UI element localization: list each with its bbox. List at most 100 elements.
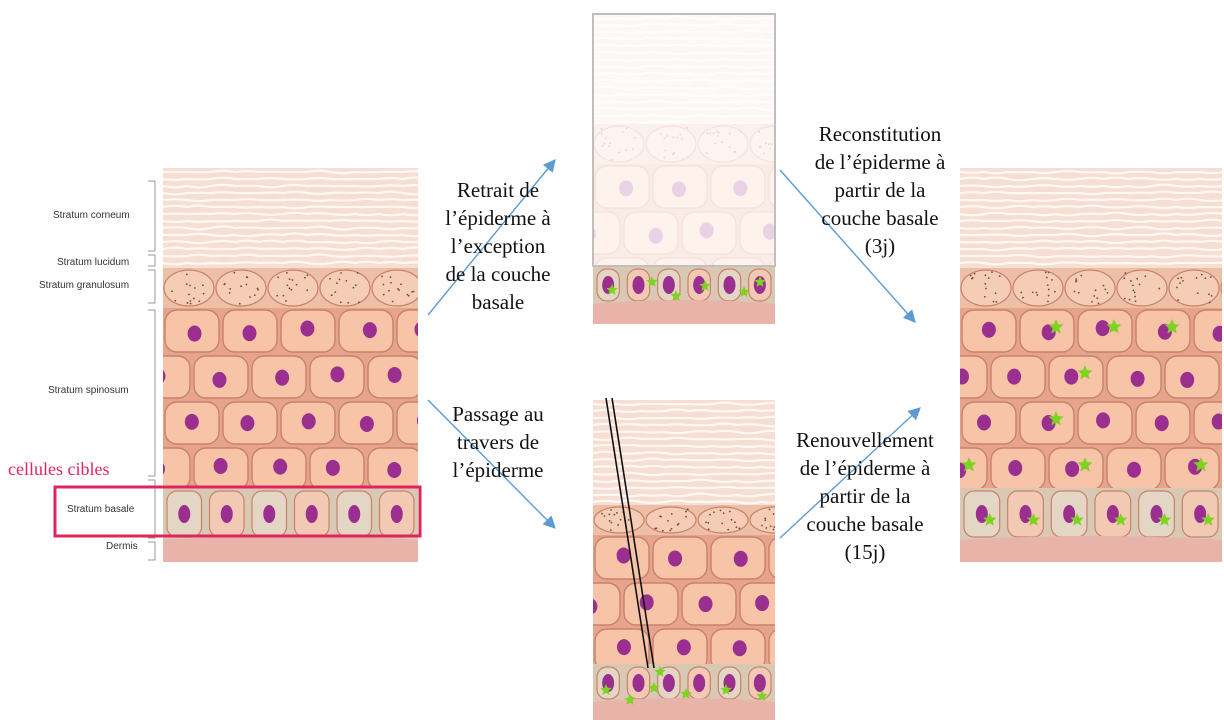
granule-dot — [1073, 291, 1075, 293]
label-stratum-basale: Stratum basale — [67, 504, 134, 515]
granule-dot — [400, 283, 402, 285]
granule-dot — [339, 279, 341, 281]
granule-dot — [1129, 299, 1131, 301]
granule-dot — [246, 284, 248, 286]
cell-nucleus — [326, 460, 340, 476]
granule-dot — [408, 295, 410, 297]
cell-nucleus — [414, 321, 428, 337]
granule-dot — [609, 520, 611, 522]
caption-retrait-line: basale — [428, 288, 568, 316]
dermis-layer — [960, 536, 1222, 562]
cell-nucleus — [955, 369, 969, 385]
granule-dot — [276, 295, 278, 297]
cell-nucleus — [977, 415, 991, 431]
caption-reconstitution-line: partir de la — [790, 176, 970, 204]
granule-dot — [397, 288, 399, 290]
granule-dot — [1124, 272, 1126, 274]
granular-cell — [320, 270, 370, 306]
granule-dot — [786, 158, 788, 160]
granule-dot — [198, 300, 200, 302]
granule-dot — [229, 288, 231, 290]
cell-nucleus — [693, 674, 705, 692]
granule-dot — [1176, 287, 1178, 289]
granule-dot — [709, 514, 711, 516]
layer-bracket — [148, 181, 155, 251]
granule-dot — [411, 291, 413, 293]
granular-cell — [594, 507, 644, 533]
granule-dot — [202, 284, 204, 286]
granule-dot — [1179, 282, 1181, 284]
granule-dot — [1134, 292, 1136, 294]
granule-dot — [995, 301, 997, 303]
granule-dot — [671, 528, 673, 530]
granule-dot — [286, 272, 288, 274]
granule-dot — [257, 288, 259, 290]
granule-dot — [734, 521, 736, 523]
granule-dot — [1144, 275, 1146, 277]
cell-nucleus — [221, 505, 233, 523]
granule-dot — [340, 301, 342, 303]
granule-dot — [1132, 290, 1134, 292]
layer-bracket — [148, 255, 155, 266]
granule-dot — [233, 272, 235, 274]
layer-bracket — [148, 270, 155, 303]
granule-dot — [1098, 302, 1100, 304]
granule-dot — [286, 284, 288, 286]
granule-dot — [289, 287, 291, 289]
layer-bracket — [148, 310, 155, 476]
caption-passage-line: travers de — [428, 428, 568, 456]
granule-dot — [1036, 294, 1038, 296]
granule-dot — [610, 509, 612, 511]
granule-dot — [1047, 301, 1049, 303]
granule-dot — [383, 294, 385, 296]
granule-dot — [282, 295, 284, 297]
granule-dot — [999, 275, 1001, 277]
granule-dot — [1036, 292, 1038, 294]
granule-dot — [601, 513, 603, 515]
granule-dot — [723, 512, 725, 514]
caption-reconstitution-line: (3j) — [790, 232, 970, 260]
keratin-line — [593, 487, 785, 489]
granule-dot — [777, 151, 779, 153]
granule-dot — [174, 300, 176, 302]
granule-dot — [189, 285, 191, 287]
granule-dot — [1022, 297, 1024, 299]
granule-dot — [186, 274, 188, 276]
cell-nucleus — [242, 325, 256, 341]
granule-dot — [1048, 272, 1050, 274]
granule-dot — [190, 300, 192, 302]
granule-dot — [291, 289, 293, 291]
granule-dot — [347, 302, 349, 304]
granule-dot — [296, 284, 298, 286]
cell-nucleus — [387, 462, 401, 478]
granule-dot — [620, 519, 622, 521]
caption-passage: Passage au travers de l’épiderme — [428, 400, 568, 484]
granule-dot — [292, 279, 294, 281]
cell-nucleus — [188, 326, 202, 342]
granule-dot — [187, 302, 189, 304]
cell-nucleus — [1096, 412, 1110, 428]
granule-dot — [1132, 284, 1134, 286]
granule-dot — [229, 292, 231, 294]
caption-reconstitution: Reconstitution de l’épiderme à partir de… — [790, 120, 970, 260]
granule-dot — [223, 284, 225, 286]
cell-nucleus — [391, 505, 403, 523]
caption-renouvellement-line: couche basale — [770, 510, 960, 538]
skin-panel-left — [136, 168, 451, 562]
granule-dot — [357, 272, 359, 274]
granule-dot — [383, 284, 385, 286]
granule-dot — [1204, 277, 1206, 279]
cell-nucleus — [360, 416, 374, 432]
label-stratum-lucidum: Stratum lucidum — [57, 257, 129, 268]
granule-dot — [765, 527, 767, 529]
granular-cell — [1065, 270, 1115, 306]
granule-dot — [991, 271, 993, 273]
cell-nucleus — [663, 674, 675, 692]
granule-dot — [358, 301, 360, 303]
granule-dot — [720, 510, 722, 512]
cell-nucleus — [633, 276, 645, 294]
granule-dot — [254, 294, 256, 296]
granule-dot — [659, 515, 661, 517]
cell-nucleus — [755, 595, 769, 611]
granule-dot — [390, 282, 392, 284]
